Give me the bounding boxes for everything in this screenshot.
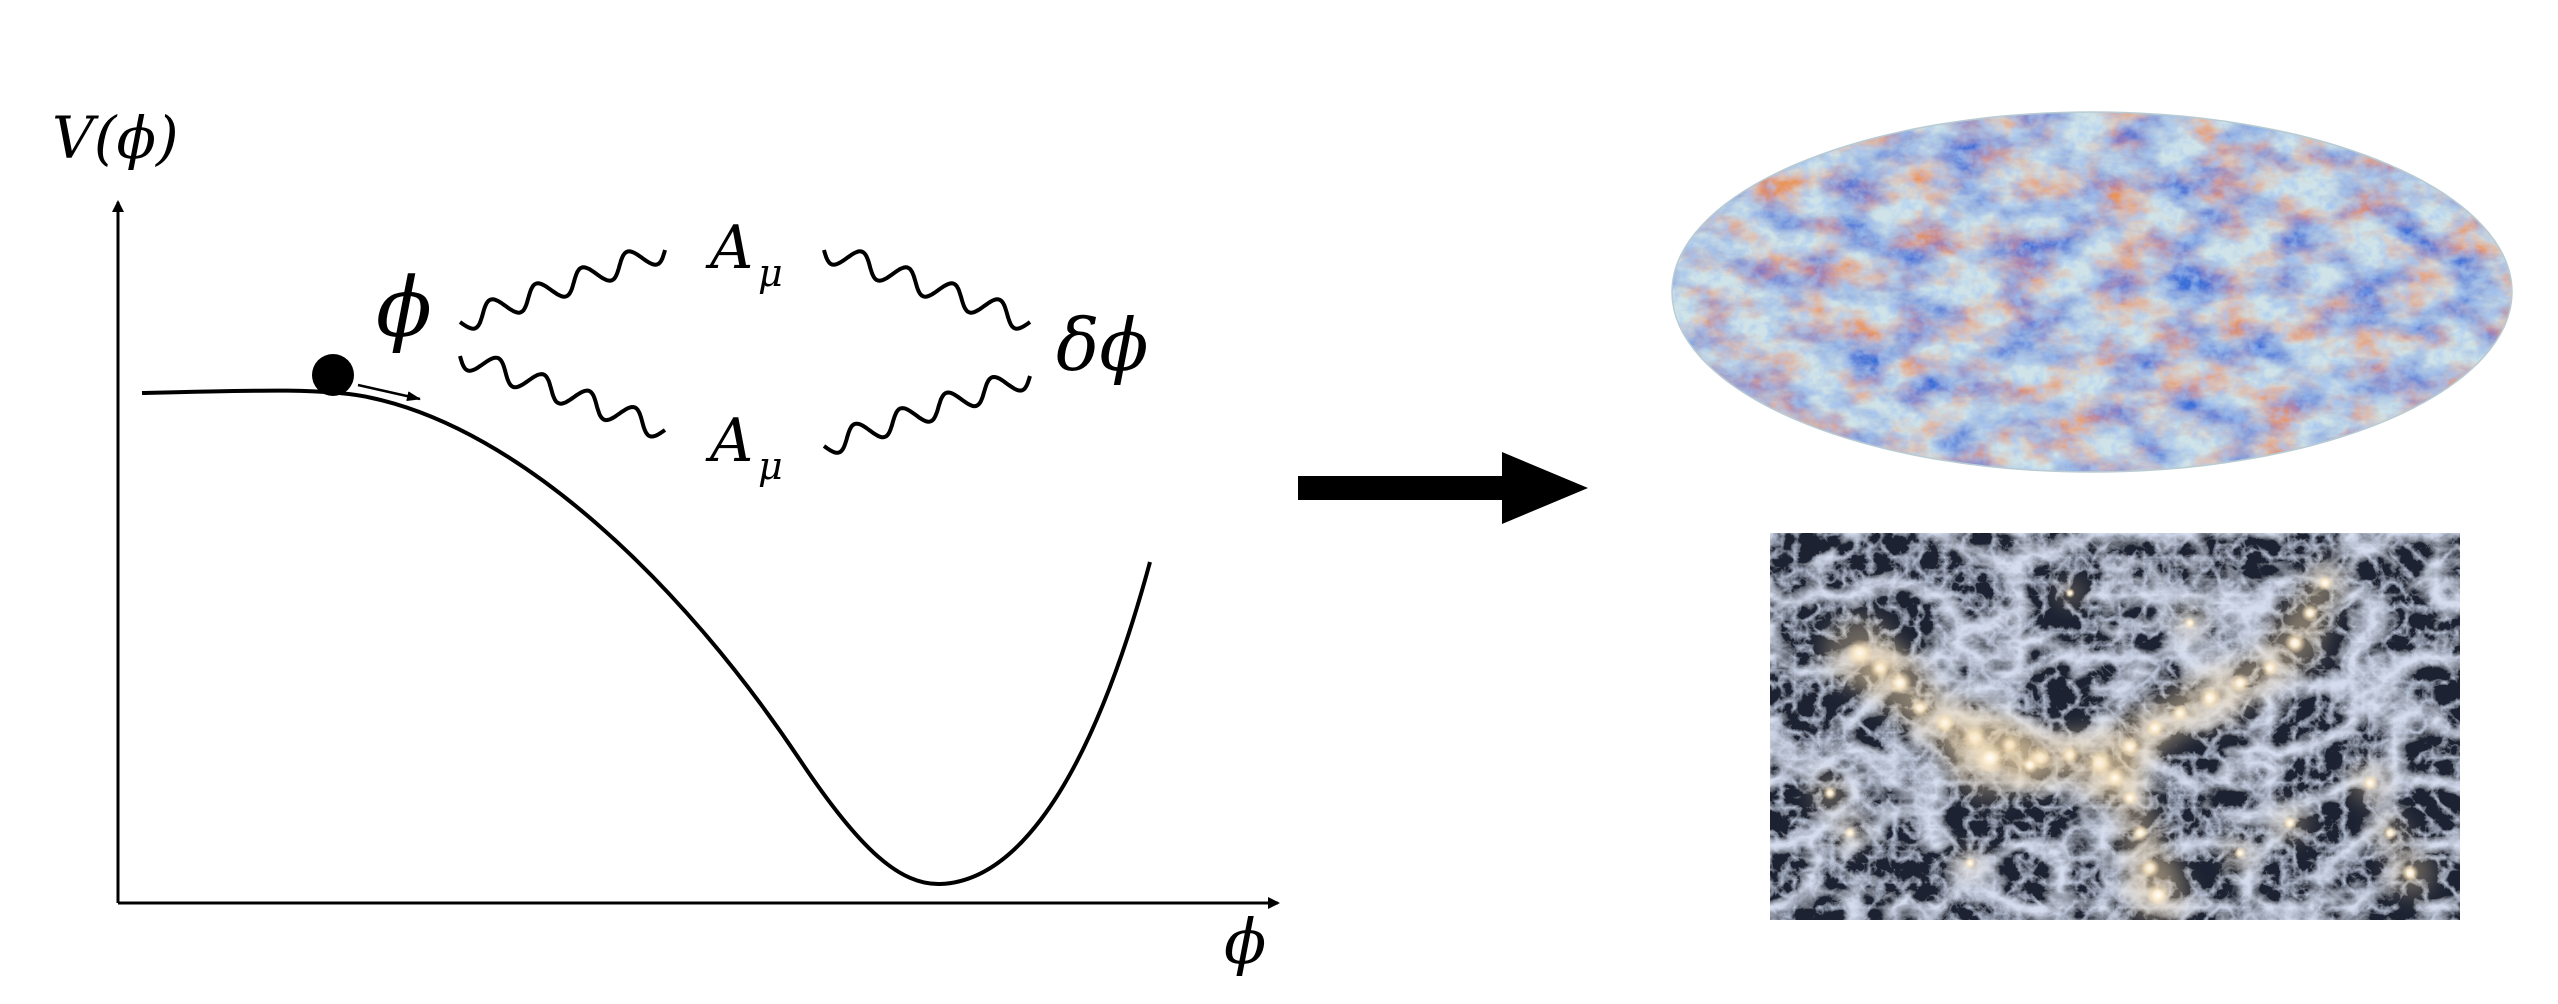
result-arrow xyxy=(1298,452,1588,524)
cmb-sky-map xyxy=(1671,111,2513,473)
gauge-label-bottom: A μ xyxy=(705,406,783,488)
halo-core xyxy=(2131,824,2149,842)
perturbation-label: δϕ xyxy=(1056,303,1148,387)
halo-core xyxy=(2234,847,2246,859)
potential-curve xyxy=(141,388,1152,887)
halo-core xyxy=(2284,632,2306,654)
gauge-field-symbol: A xyxy=(705,213,753,283)
x-axis-label: ϕ xyxy=(1224,905,1266,978)
inflaton-ball xyxy=(312,354,354,396)
cosmic-web-image xyxy=(1770,533,2460,920)
y-axis-label: V(ϕ) xyxy=(52,104,179,172)
halo-core xyxy=(2184,617,2196,629)
halo-core xyxy=(2362,775,2378,791)
halo-core xyxy=(2065,588,2075,598)
wave-lower-left xyxy=(458,355,667,439)
halo-core xyxy=(2021,756,2039,774)
halo-core xyxy=(1888,671,1912,695)
halo-core xyxy=(2122,790,2138,806)
halo-core xyxy=(1974,742,2006,774)
halo-core xyxy=(1964,857,1976,869)
halo-core xyxy=(2401,864,2419,882)
wave-upper-right xyxy=(822,249,1032,331)
halo-core xyxy=(1844,827,1856,839)
halo-core xyxy=(2261,659,2279,677)
halo-core xyxy=(2383,826,2397,840)
halo-core xyxy=(2317,575,2333,591)
gauge-index-symbol: μ xyxy=(758,444,783,488)
halo-core xyxy=(2283,816,2297,830)
halo-core xyxy=(2301,604,2319,622)
gauge-index-symbol: μ xyxy=(758,251,783,295)
wave-upper-left xyxy=(458,249,667,331)
halo-core xyxy=(1823,786,1837,800)
gauge-field-symbol: A xyxy=(705,406,753,476)
wave-lower-right xyxy=(822,374,1032,455)
gauge-label-top: A μ xyxy=(705,213,783,295)
gauge-propagators xyxy=(458,249,1032,455)
roll-direction-arrow xyxy=(357,383,421,402)
axes xyxy=(112,200,1280,909)
field-label: ϕ xyxy=(376,261,432,356)
halo-core xyxy=(2146,883,2170,907)
halo-core xyxy=(2230,673,2250,693)
